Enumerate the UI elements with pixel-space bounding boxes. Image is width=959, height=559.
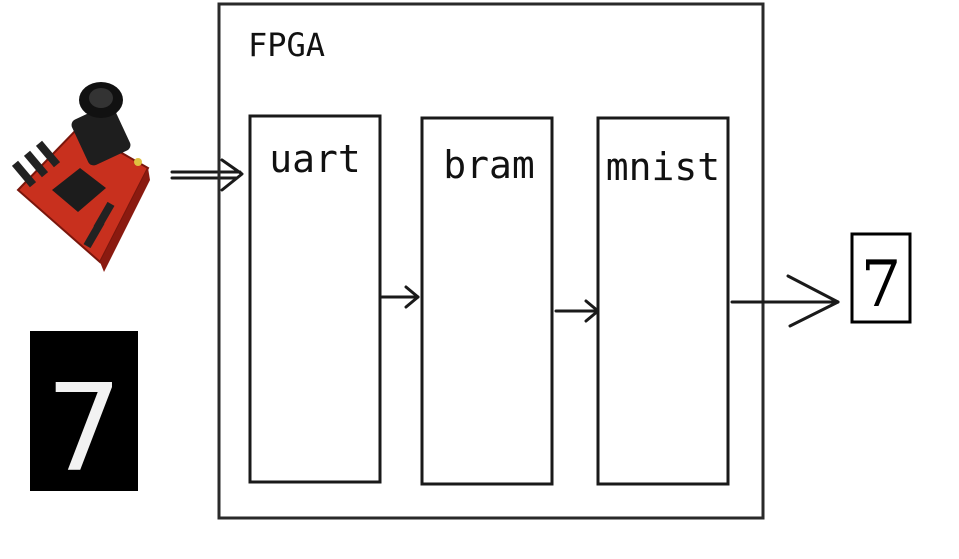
mnist-block: mnist bbox=[596, 116, 730, 486]
input-arrow bbox=[170, 158, 244, 192]
uart-block: uart bbox=[248, 114, 382, 484]
output-digit-box: 7 bbox=[850, 232, 912, 324]
fpga-container: FPGA bbox=[217, 2, 765, 520]
bram-to-mnist-arrow bbox=[554, 299, 600, 323]
mnist-label: mnist bbox=[606, 145, 720, 189]
uart-to-bram-arrow bbox=[380, 285, 420, 309]
input-digit-glyph: 7 bbox=[46, 360, 122, 499]
bram-block: bram bbox=[420, 116, 554, 486]
uart-label: uart bbox=[269, 137, 361, 181]
output-arrow bbox=[730, 274, 840, 328]
camera-module-icon bbox=[11, 82, 150, 272]
output-digit: 7 bbox=[861, 248, 902, 322]
fpga-label: FPGA bbox=[248, 26, 325, 64]
input-digit-image: 7 bbox=[30, 331, 138, 499]
bram-label: bram bbox=[443, 143, 535, 187]
